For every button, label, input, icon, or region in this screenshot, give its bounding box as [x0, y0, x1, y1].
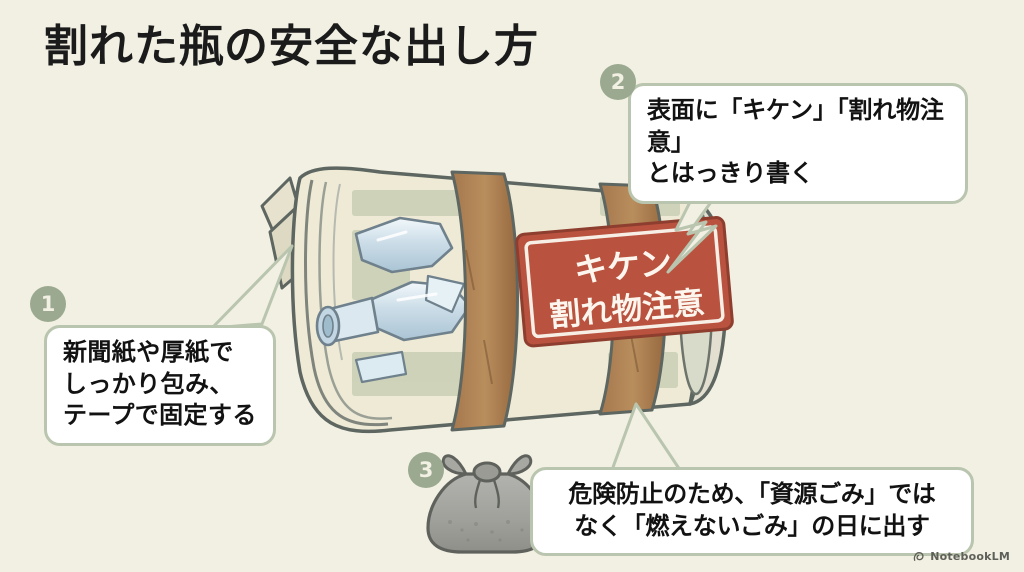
page-title: 割れた瓶の安全な出し方: [44, 21, 539, 72]
callout-leader-lines: [210, 180, 726, 472]
watermark: NotebookLM: [912, 550, 1010, 563]
packing-tape-bands: [450, 170, 667, 432]
step-badge-1: 1: [30, 286, 66, 322]
notebooklm-logo-icon: [912, 550, 925, 563]
warning-label-line1: キケン: [573, 243, 674, 290]
callout-step-2[interactable]: 表面に「キケン」「割れ物注意」 とはっきり書く: [628, 83, 968, 205]
step-badge-2: 2: [600, 64, 636, 100]
watermark-label: NotebookLM: [930, 550, 1010, 563]
callout-step-3[interactable]: 危険防止のため、「資源ごみ」では なく「燃えないごみ」の日に出す: [530, 467, 974, 557]
broken-glass-bottle: [315, 216, 472, 384]
newspaper-bundle: [260, 166, 728, 434]
warning-label-line2: 割れ物注意: [548, 285, 706, 334]
warning-label-on-bundle: キケン 割れ物注意: [515, 216, 734, 348]
step-badge-3: 3: [408, 452, 444, 488]
garbage-bag: [426, 454, 548, 554]
callout-step-1[interactable]: 新聞紙や厚紙で しっかり包み、 テープで固定する: [44, 325, 276, 447]
